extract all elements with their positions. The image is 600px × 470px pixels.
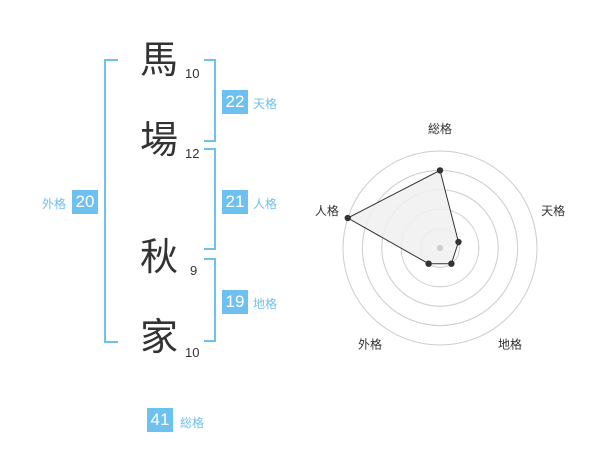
chikaku-value: 19 xyxy=(222,290,248,314)
radar-point xyxy=(344,214,351,222)
radar-axis-label: 天格 xyxy=(541,203,565,218)
radar-data-area xyxy=(346,169,459,265)
radar-ring xyxy=(342,150,538,346)
radar-point xyxy=(436,167,444,174)
stroke-count-3: 9 xyxy=(190,263,198,278)
chikaku-label: 地格 xyxy=(253,297,278,311)
gaikaku-label: 外格 xyxy=(42,197,67,211)
tenkaku-label: 天格 xyxy=(253,97,278,111)
name-char-1: 馬 xyxy=(140,38,179,82)
tenkaku-value: 22 xyxy=(222,90,248,114)
tenkaku-bracket xyxy=(204,59,216,142)
radar-point xyxy=(425,260,432,267)
radar-axis-label: 人格 xyxy=(315,203,339,218)
jinkaku-bracket xyxy=(204,148,216,250)
stroke-count-4: 10 xyxy=(185,345,200,360)
radar-points xyxy=(344,167,462,267)
jinkaku-label: 人格 xyxy=(253,197,278,211)
soukaku-label: 総格 xyxy=(180,416,205,430)
chikaku-bracket xyxy=(204,258,216,342)
gaikaku-bracket xyxy=(104,59,118,343)
radar-axis-label: 外格 xyxy=(358,336,382,351)
radar-center-dot xyxy=(437,245,443,251)
radar-point xyxy=(455,238,462,246)
gaikaku-value: 20 xyxy=(72,190,98,214)
stroke-count-2: 12 xyxy=(185,146,200,161)
jinkaku-value: 21 xyxy=(222,190,248,214)
stroke-count-1: 10 xyxy=(185,66,200,81)
radar-point xyxy=(448,260,455,267)
name-char-3: 秋 xyxy=(140,235,179,279)
radar-axis-label: 地格 xyxy=(498,336,522,351)
soukaku-value: 41 xyxy=(147,408,173,432)
name-char-4: 家 xyxy=(140,315,179,359)
name-char-2: 場 xyxy=(140,118,179,162)
radar-axis-label: 総格 xyxy=(428,121,452,136)
